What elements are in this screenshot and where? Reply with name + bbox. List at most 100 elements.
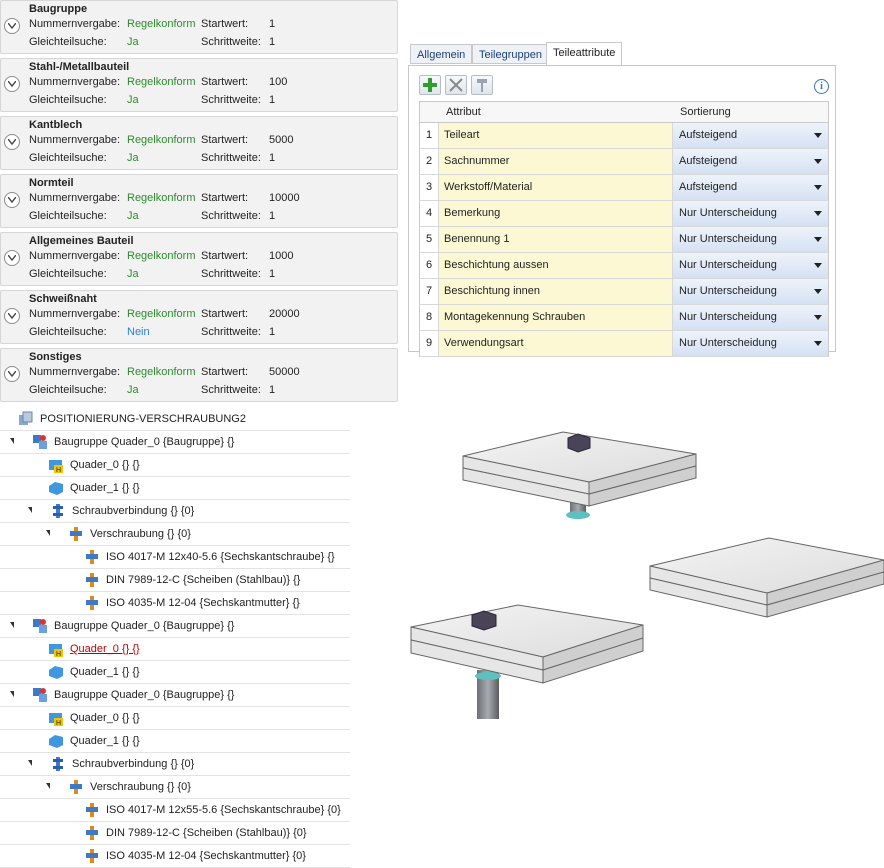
step-value[interactable]: 1 bbox=[269, 152, 276, 164]
sort-dropdown[interactable]: Aufsteigend bbox=[673, 149, 829, 174]
tree-node[interactable]: Quader_1 {} {} bbox=[0, 730, 350, 753]
step-value[interactable]: 1 bbox=[269, 326, 276, 338]
start-value[interactable]: 1 bbox=[269, 18, 276, 30]
attribute-cell[interactable]: Sachnummer bbox=[439, 149, 673, 174]
numbering-value[interactable]: Regelkonform bbox=[127, 250, 196, 262]
attribute-cell[interactable]: Beschichtung innen bbox=[439, 279, 673, 304]
tree-node[interactable]: ISO 4035-M 12-04 {Sechskantmutter} {0} bbox=[0, 845, 350, 868]
attribute-cell[interactable]: Werkstoff/Material bbox=[439, 175, 673, 200]
collapse-triangle-icon[interactable] bbox=[10, 438, 14, 444]
delete-attribute-button[interactable] bbox=[445, 75, 467, 95]
same-part-value[interactable]: Ja bbox=[127, 152, 139, 164]
same-part-value[interactable]: Nein bbox=[127, 326, 150, 338]
numbering-value[interactable]: Regelkonform bbox=[127, 76, 196, 88]
tree-node[interactable]: ISO 4017-M 12x40-5.6 {Sechskantschraube}… bbox=[0, 546, 350, 569]
plate-assembly-1[interactable] bbox=[462, 431, 697, 519]
step-value[interactable]: 1 bbox=[269, 210, 276, 222]
attribute-cell[interactable]: Bemerkung bbox=[439, 201, 673, 226]
plate-assembly-3[interactable] bbox=[410, 604, 644, 719]
expand-toggle[interactable] bbox=[4, 308, 20, 324]
3d-viewport[interactable] bbox=[400, 405, 884, 848]
sort-dropdown[interactable]: Aufsteigend bbox=[673, 123, 829, 148]
same-part-value[interactable]: Ja bbox=[127, 384, 139, 396]
step-value[interactable]: 1 bbox=[269, 94, 276, 106]
start-value[interactable]: 100 bbox=[269, 76, 288, 88]
plate-assembly-2[interactable] bbox=[649, 537, 884, 618]
tree-node[interactable]: Schraubverbindung {} {0} bbox=[0, 753, 350, 776]
start-value[interactable]: 5000 bbox=[269, 134, 294, 146]
numbering-value[interactable]: Regelkonform bbox=[127, 134, 196, 146]
same-part-value[interactable]: Ja bbox=[127, 94, 139, 106]
expand-toggle[interactable] bbox=[4, 250, 20, 266]
expand-toggle[interactable] bbox=[4, 366, 20, 382]
step-value[interactable]: 1 bbox=[269, 384, 276, 396]
sort-dropdown[interactable]: Nur Unterscheidung bbox=[673, 331, 829, 356]
tree-node[interactable]: DIN 7989-12-C {Scheiben (Stahlbau)} {0} bbox=[0, 822, 350, 845]
tree-node[interactable]: Baugruppe Quader_0 {Baugruppe} {} bbox=[0, 431, 350, 454]
sort-dropdown[interactable]: Nur Unterscheidung bbox=[673, 227, 829, 252]
column-header-attribute[interactable]: Attribut bbox=[446, 106, 481, 118]
start-value[interactable]: 10000 bbox=[269, 192, 300, 204]
collapse-triangle-icon[interactable] bbox=[10, 622, 14, 628]
tree-node[interactable]: Verschraubung {} {0} bbox=[0, 523, 350, 546]
collapse-triangle-icon[interactable] bbox=[46, 530, 50, 536]
tab-teilegruppen[interactable]: Teilegruppen bbox=[472, 44, 549, 64]
tree-node[interactable]: Quader_1 {} {} bbox=[0, 477, 350, 500]
step-value[interactable]: 1 bbox=[269, 268, 276, 280]
numbering-value[interactable]: Regelkonform bbox=[127, 366, 196, 378]
sort-dropdown[interactable]: Nur Unterscheidung bbox=[673, 201, 829, 226]
add-attribute-button[interactable] bbox=[419, 75, 441, 95]
same-part-value[interactable]: Ja bbox=[127, 36, 139, 48]
expand-toggle[interactable] bbox=[4, 18, 20, 34]
info-icon[interactable]: i bbox=[814, 79, 829, 94]
expand-toggle[interactable] bbox=[4, 192, 20, 208]
tree-node[interactable]: Baugruppe Quader_0 {Baugruppe} {} bbox=[0, 684, 350, 707]
attribute-cell[interactable]: Montagekennung Schrauben bbox=[439, 305, 673, 330]
collapse-triangle-icon[interactable] bbox=[10, 691, 14, 697]
attribute-cell[interactable]: Beschichtung aussen bbox=[439, 253, 673, 278]
start-value[interactable]: 50000 bbox=[269, 366, 300, 378]
collapse-triangle-icon[interactable] bbox=[28, 507, 32, 513]
tree-node[interactable]: Verschraubung {} {0} bbox=[0, 776, 350, 799]
tree-node[interactable]: ISO 4035-M 12-04 {Sechskantmutter} {} bbox=[0, 592, 350, 615]
pin-attribute-button[interactable] bbox=[471, 75, 493, 95]
tab-allgemein[interactable]: Allgemein bbox=[410, 44, 473, 64]
expand-toggle[interactable] bbox=[4, 76, 20, 92]
column-header-sort[interactable]: Sortierung bbox=[680, 106, 731, 118]
numbering-value[interactable]: Regelkonform bbox=[127, 18, 196, 30]
sort-dropdown[interactable]: Nur Unterscheidung bbox=[673, 305, 829, 330]
tree-node[interactable]: DIN 7989-12-C {Scheiben (Stahlbau)} {} bbox=[0, 569, 350, 592]
attribute-cell[interactable]: Teileart bbox=[439, 123, 673, 148]
tree-node[interactable]: Baugruppe Quader_0 {Baugruppe} {} bbox=[0, 615, 350, 638]
collapse-triangle-icon[interactable] bbox=[46, 783, 50, 789]
same-part-value[interactable]: Ja bbox=[127, 268, 139, 280]
sort-dropdown[interactable]: Nur Unterscheidung bbox=[673, 253, 829, 278]
numbering-value[interactable]: Regelkonform bbox=[127, 308, 196, 320]
tree-node[interactable]: POSITIONIERUNG-VERSCHRAUBUNG2 bbox=[0, 408, 350, 431]
tree-node[interactable]: Schraubverbindung {} {0} bbox=[0, 500, 350, 523]
tree-node[interactable]: ISO 4017-M 12x55-5.6 {Sechskantschraube}… bbox=[0, 799, 350, 822]
step-value[interactable]: 1 bbox=[269, 36, 276, 48]
collapse-triangle-icon[interactable] bbox=[28, 760, 32, 766]
start-value[interactable]: 20000 bbox=[269, 308, 300, 320]
numbering-value[interactable]: Regelkonform bbox=[127, 192, 196, 204]
tab-teileattribute[interactable]: Teileattribute bbox=[546, 42, 623, 66]
same-part-value[interactable]: Ja bbox=[127, 210, 139, 222]
tree-node[interactable]: Quader_1 {} {} bbox=[0, 661, 350, 684]
expand-toggle[interactable] bbox=[4, 134, 20, 150]
sort-dropdown[interactable]: Aufsteigend bbox=[673, 175, 829, 200]
attribute-cell[interactable]: Verwendungsart bbox=[439, 331, 673, 356]
sort-dropdown[interactable]: Nur Unterscheidung bbox=[673, 279, 829, 304]
